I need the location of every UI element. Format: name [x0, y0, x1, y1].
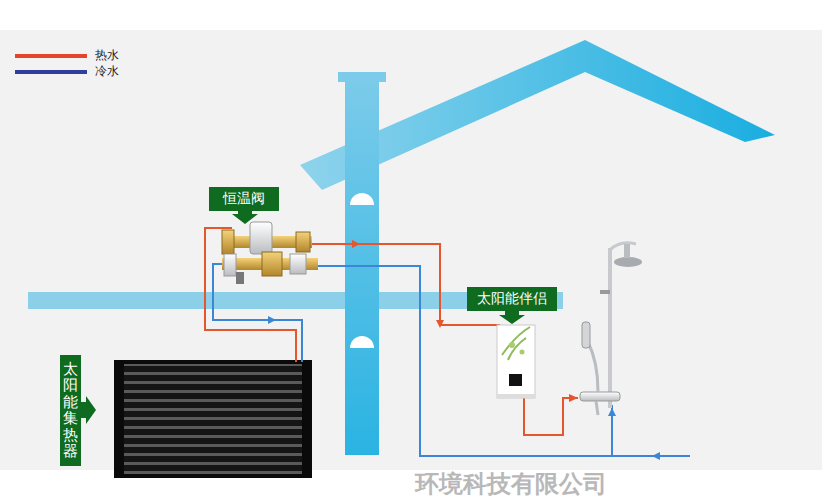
- flow-arrow: [268, 240, 660, 460]
- label-text: 恒温阀: [223, 190, 265, 208]
- solar-collector: [116, 362, 310, 476]
- shower: [580, 243, 642, 415]
- legend-entry: 冷水: [15, 63, 119, 80]
- cold-pipe: [300, 266, 690, 456]
- water-heater: [497, 325, 535, 398]
- label-text: 太阳能集热器: [63, 361, 78, 460]
- legend-entry: 热水: [15, 47, 119, 64]
- hot-pipe: [524, 398, 578, 435]
- cold-pipe: [213, 264, 302, 362]
- thermostatic-valve: [222, 222, 318, 284]
- legend-swatch: [15, 70, 87, 74]
- chimney-cap: [338, 72, 386, 82]
- callout-label: 太阳能伴侣: [467, 287, 557, 311]
- callout-label: 恒温阀: [209, 187, 279, 211]
- callout-label-vertical: 太阳能集热器: [60, 355, 81, 466]
- watermark: 环境科技有限公司: [415, 468, 607, 500]
- label-text: 太阳能伴侣: [477, 290, 547, 308]
- legend-swatch: [15, 54, 87, 58]
- legend-text: 冷水: [95, 63, 119, 80]
- collector-frame: [116, 362, 124, 476]
- legend-text: 热水: [95, 47, 119, 64]
- column-notch: [350, 193, 374, 205]
- column-notch: [350, 336, 374, 348]
- pointer-arrow: [80, 210, 525, 424]
- collector-frame: [302, 362, 310, 476]
- hot-pipe: [312, 244, 500, 325]
